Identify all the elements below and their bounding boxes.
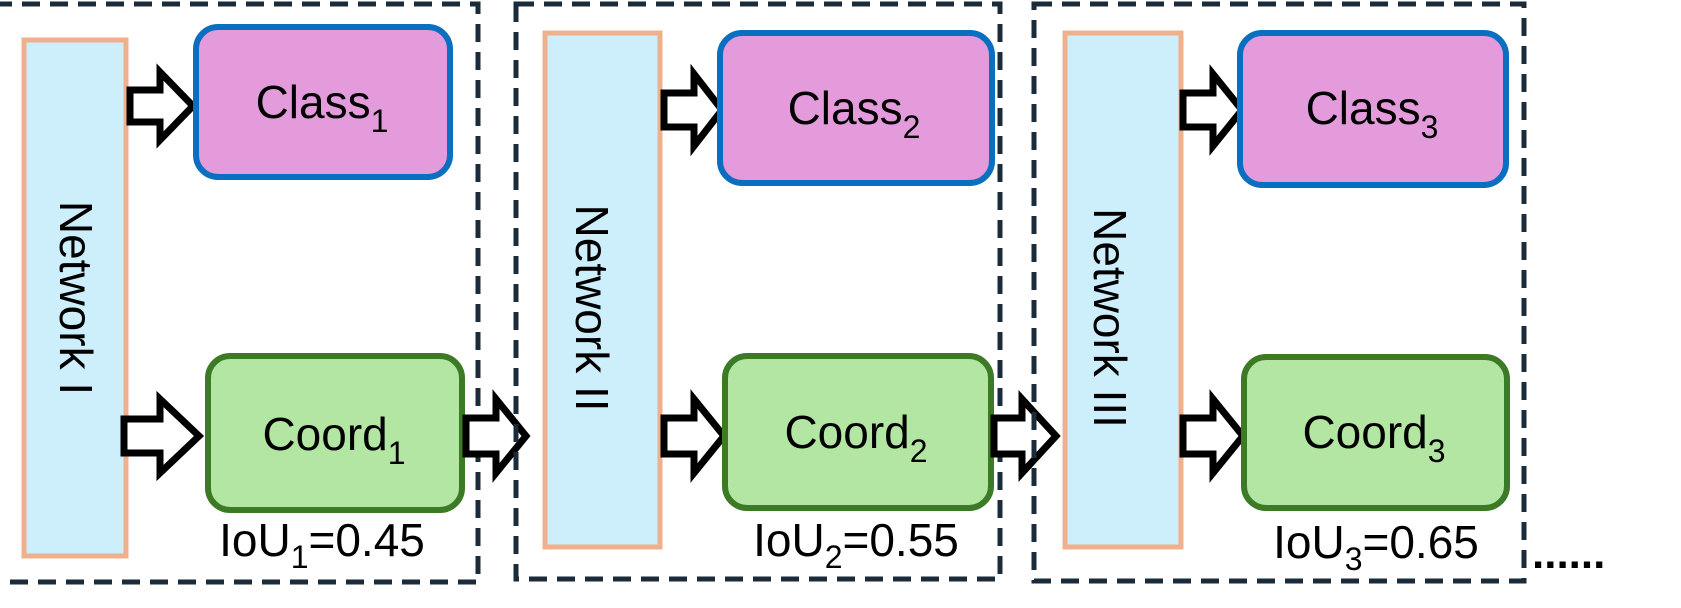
coord-3-box (1241, 354, 1510, 511)
arrow-to-class-2 (660, 63, 727, 157)
iou-3-label: IoU3=0.65 (1273, 516, 1479, 577)
coord-1-label: Coord1 (262, 408, 405, 471)
arrow-to-coord-1 (120, 390, 205, 482)
stage-3: Network III Class3 Coord3 IoU3=0.65 (1031, 1, 1527, 584)
network-2-label: Network II (566, 204, 618, 411)
arrow-stage-1-to-2 (462, 389, 531, 483)
stage-1-frame (0, 1, 481, 585)
class-1-box (193, 24, 453, 180)
arrow-to-coord-3 (1179, 389, 1248, 483)
network-2-block (542, 30, 663, 550)
iou-2-value: =0.55 (842, 514, 958, 566)
class-3-box (1237, 30, 1509, 188)
coord-1-subscript: 1 (388, 435, 406, 471)
stage-2-frame (513, 1, 1003, 582)
iou-1-label: IoU1=0.45 (219, 514, 425, 575)
iou-2-main: IoU (753, 514, 825, 566)
coord-2-main: Coord (784, 406, 909, 458)
network-1-block (21, 37, 129, 559)
class-3-main: Class (1306, 82, 1421, 134)
class-3-subscript: 3 (1421, 109, 1439, 145)
class-1-subscript: 1 (371, 103, 389, 139)
coord-3-main: Coord (1302, 406, 1427, 458)
iou-1-subscript: 1 (291, 539, 309, 575)
class-3-label: Class3 (1306, 82, 1439, 145)
coord-3-subscript: 3 (1428, 433, 1446, 469)
arrow-to-class-3 (1179, 64, 1247, 156)
stage-1: Network I Class1 Coord1 IoU1=0.45 (0, 1, 481, 585)
iou-1-main: IoU (219, 514, 291, 566)
iou-2-label: IoU2=0.55 (753, 514, 959, 575)
class-1-label: Class1 (256, 76, 389, 139)
iou-2-subscript: 2 (825, 539, 843, 575)
coord-2-label: Coord2 (784, 406, 927, 469)
continuation-ellipsis: ...... (1532, 529, 1605, 578)
iou-3-main: IoU (1273, 516, 1345, 568)
arrow-to-coord-2 (660, 389, 729, 483)
class-2-box (717, 30, 995, 186)
network-3-block (1062, 30, 1184, 550)
iou-1-value: =0.45 (308, 514, 424, 566)
class-2-subscript: 2 (903, 109, 921, 145)
stage-2: Network II Class2 Coord2 IoU2=0.55 (513, 1, 1003, 582)
arrow-to-class-1 (126, 63, 198, 149)
arrow-stage-2-to-3 (990, 390, 1061, 482)
iou-3-value: =0.65 (1362, 516, 1478, 568)
coord-3-label: Coord3 (1302, 406, 1445, 469)
network-1-label: Network I (50, 201, 102, 395)
coord-1-box (205, 353, 465, 513)
class-2-main: Class (788, 82, 903, 134)
coord-2-subscript: 2 (910, 433, 928, 469)
iou-3-subscript: 3 (1345, 541, 1363, 577)
class-2-label: Class2 (788, 82, 921, 145)
coord-1-main: Coord (262, 408, 387, 460)
class-1-main: Class (256, 76, 371, 128)
network-3-label: Network III (1084, 208, 1136, 428)
